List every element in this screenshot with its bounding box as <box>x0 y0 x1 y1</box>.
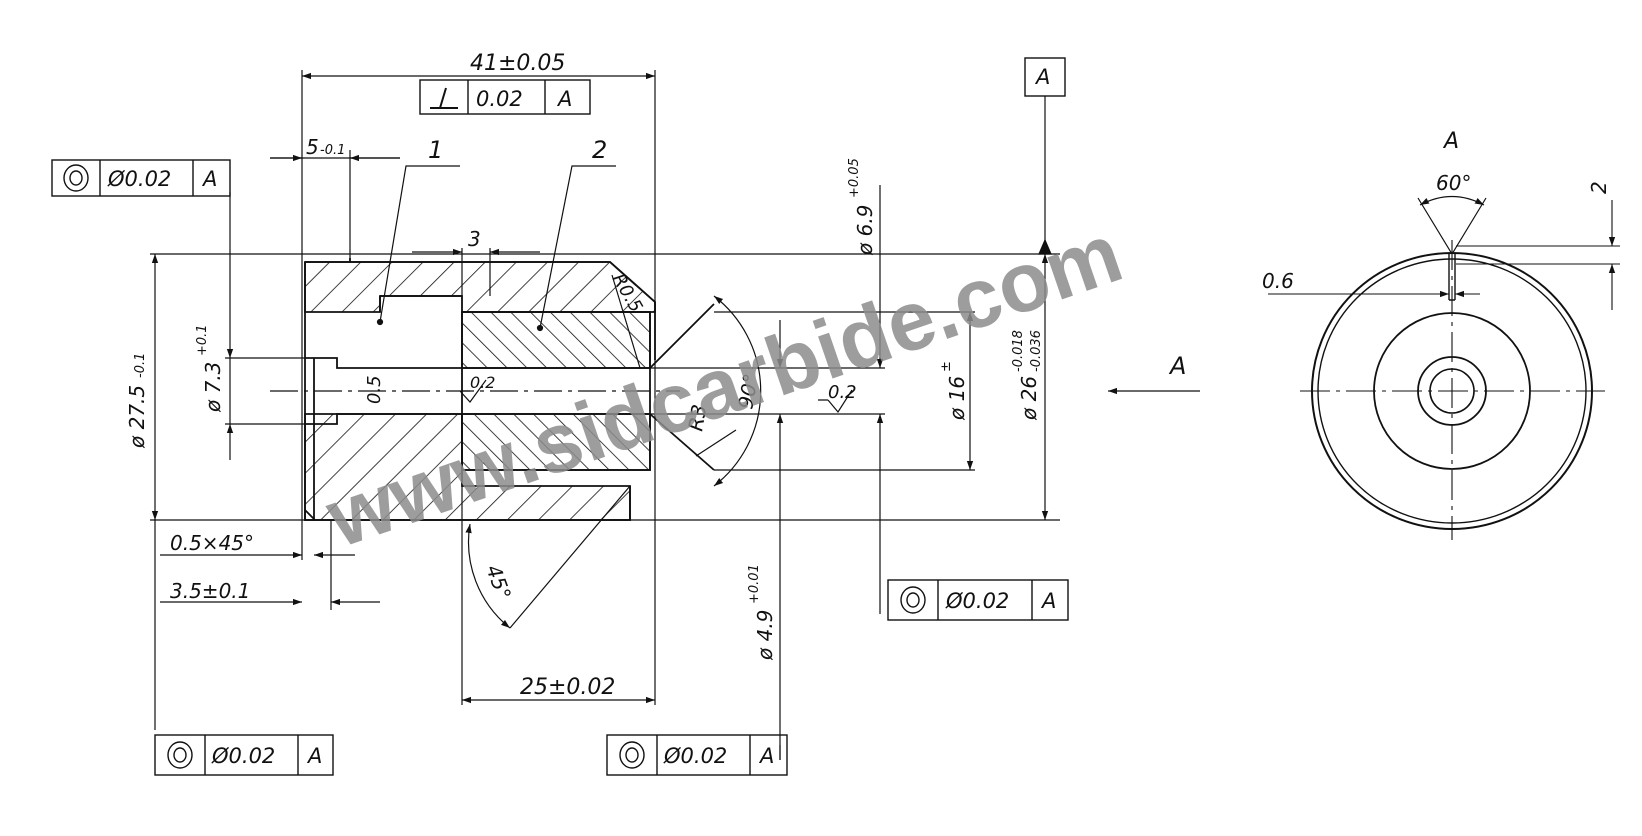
dim-25: 25±0.02 <box>520 675 615 700</box>
view-arrow-label: A <box>1168 352 1186 380</box>
dim-16-tol: ± <box>939 361 954 372</box>
concentricity-icon <box>619 741 645 769</box>
dimension-texts: 41±0.05 5 -0.1 1 2 3 R0.5 ø 27.5 -0.1 ø … <box>125 51 1186 700</box>
dim-73-tol: +0.1 <box>195 324 210 356</box>
frame-top <box>419 79 591 115</box>
side-angle: 60° <box>1436 171 1471 195</box>
dim-73: ø 7.3 <box>201 362 225 413</box>
side-slot-depth: 2 <box>1587 181 1611 194</box>
dim-5: 5 <box>306 135 319 159</box>
dimensions <box>151 72 1200 760</box>
frame-top-tolerance: 0.02 <box>476 87 523 111</box>
leader-2 <box>539 165 616 329</box>
dim-chamfer: 0.5×45° <box>170 531 254 555</box>
frame-bottom-left-tolerance: Ø0.02 <box>211 744 275 768</box>
dim-16: ø 16 <box>945 376 969 421</box>
watermark: www.sidcarbide.com <box>314 205 1133 565</box>
outer-sleeve-hatch-top <box>304 261 656 313</box>
frame-right-datum: A <box>1040 589 1056 613</box>
finish-right-value: 0.2 <box>828 382 857 403</box>
frame-bottom-left-datum: A <box>306 744 322 768</box>
frame-bottom-center-tolerance: Ø0.02 <box>663 744 727 768</box>
finish-left <box>459 379 487 403</box>
carbide-insert-top <box>461 311 651 369</box>
frame-bottom-left <box>154 734 334 776</box>
part-2: 2 <box>592 136 607 164</box>
finish-left-value: 0.2 <box>470 373 495 392</box>
datum-box <box>1024 57 1066 97</box>
frame-upper-left <box>51 159 231 197</box>
bore-outline <box>305 357 650 425</box>
dim-275: ø 27.5 <box>125 385 149 449</box>
dim-41: 41±0.05 <box>470 51 565 76</box>
datum-box-label: A <box>1034 65 1050 89</box>
concentricity-icon <box>900 586 926 614</box>
dim-05: 0.5 <box>364 375 385 404</box>
frame-upper-left-datum: A <box>201 167 217 191</box>
frame-right <box>887 579 1069 621</box>
side-view <box>1268 196 1620 540</box>
arc-45 <box>465 523 511 629</box>
datum-triangle <box>1038 238 1052 255</box>
dim-49: ø 4.9 <box>753 610 777 661</box>
perpendicularity-icon <box>430 87 458 109</box>
dim-275-tol: -0.1 <box>133 353 148 378</box>
frame-bottom-center-datum: A <box>758 744 774 768</box>
inner-groove <box>379 295 462 312</box>
line-45 <box>509 485 631 629</box>
concentricity-icon <box>167 741 193 769</box>
leader-r05 <box>611 274 641 369</box>
part-1: 1 <box>428 136 443 164</box>
dim-69: ø 6.9 <box>853 205 877 256</box>
dim-r3: R3 <box>683 402 711 432</box>
cone-profile <box>649 303 715 471</box>
frame-upper-left-tolerance: Ø0.02 <box>107 167 171 191</box>
dim-45: 45° <box>481 562 516 604</box>
leader-r3 <box>695 429 737 457</box>
dim-5-tol: -0.1 <box>320 143 345 158</box>
dim-49-tol: +0.01 <box>747 564 762 604</box>
dim-3: 3 <box>468 227 481 251</box>
side-slot-width: 0.6 <box>1262 269 1294 293</box>
frame-right-tolerance: Ø0.02 <box>945 589 1009 613</box>
finish-right <box>818 389 853 414</box>
frame-bottom-center <box>606 734 788 776</box>
side-angle-arc <box>1419 196 1485 206</box>
side-v-lines <box>1417 197 1487 256</box>
leader-1-dot <box>376 318 384 326</box>
section-view <box>150 70 1060 705</box>
leader-1 <box>379 165 460 323</box>
dim-35: 3.5±0.1 <box>170 579 250 603</box>
dim-26-tol-upper: -0.018 <box>1011 330 1026 372</box>
concentricity-icon <box>63 164 89 192</box>
leader-2-dot <box>536 324 544 332</box>
frame-top-datum: A <box>556 87 572 111</box>
arc-90 <box>713 295 762 487</box>
dim-26: ø 26 <box>1017 376 1041 421</box>
dim-26-tol-lower: -0.036 <box>1029 330 1044 372</box>
dim-69-tol: +0.05 <box>847 158 862 198</box>
side-view-label: A <box>1442 129 1459 154</box>
